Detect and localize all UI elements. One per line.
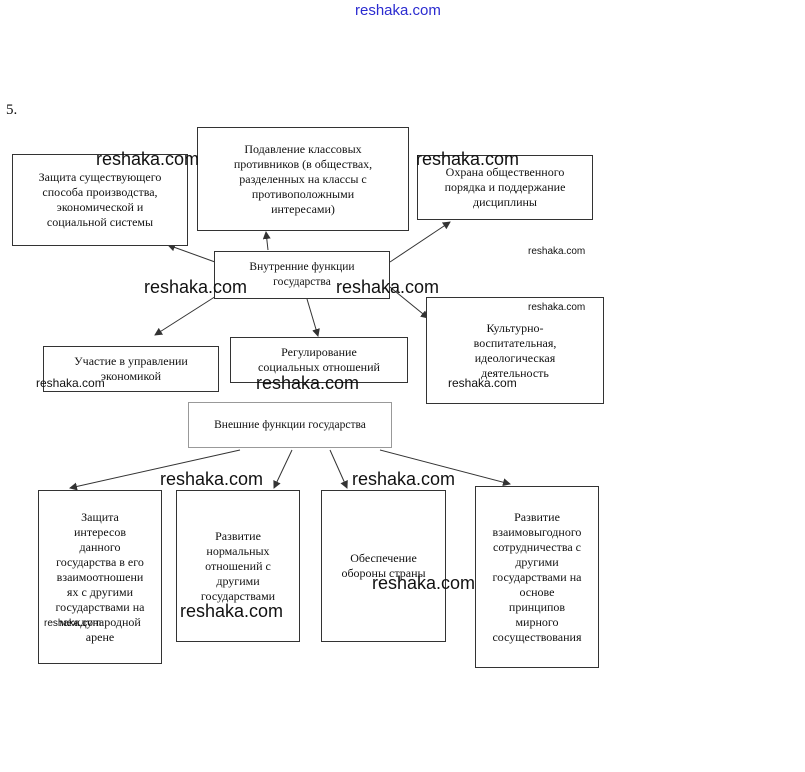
watermark: reshaka.com — [372, 573, 476, 593]
internal-mid-right-text: Культурно- воспитательная, идеологическа… — [473, 320, 557, 380]
external-box-3-text: Обеспечение обороны страны — [341, 551, 426, 580]
internal-mid-left-text: Участие в управлении экономикой — [74, 354, 188, 383]
internal-top-left-box: Защита существующего способа производств… — [12, 154, 188, 246]
internal-top-right-box: Охрана общественного порядка и поддержан… — [417, 155, 593, 220]
arrow-to-ext-box2 — [273, 449, 293, 489]
internal-top-right-text: Охрана общественного порядка и поддержан… — [444, 165, 566, 209]
internal-top-center-box: Подавление классовых противников (в обще… — [197, 127, 409, 231]
external-box-2: Развитие нормальных отношений с другими … — [176, 490, 300, 642]
arrow-to-ext-box1 — [69, 449, 241, 491]
external-box-1: Защита интересов данного государства в е… — [38, 490, 162, 664]
external-box-4: Развитие взаимовыгодного сотрудничества … — [475, 486, 599, 668]
watermark: reshaka.com — [144, 277, 248, 297]
watermark: reshaka.com — [416, 149, 520, 169]
watermark: reshaka.com — [336, 277, 440, 297]
arrow-to-mid-center — [306, 298, 320, 337]
site-header[interactable]: reshaka.com — [355, 2, 441, 19]
watermark: reshaka.com — [160, 469, 264, 489]
watermark: reshaka.com — [36, 376, 105, 390]
watermark: reshaka.com — [96, 149, 200, 169]
watermark: reshaka.com — [528, 302, 586, 313]
task-number: 5. — [6, 102, 18, 118]
internal-mid-left-box: Участие в управлении экономикой — [43, 346, 219, 392]
arrow-to-mid-right — [384, 282, 429, 319]
arrow-to-top-right — [389, 221, 451, 263]
external-functions-title-text: Внешние функции государства — [214, 418, 366, 431]
watermark: reshaka.com — [352, 469, 456, 489]
arrow-to-top-left — [167, 243, 216, 263]
internal-top-left-text: Защита существующего способа производств… — [38, 170, 162, 229]
external-box-3: Обеспечение обороны страны — [321, 490, 446, 642]
watermark: reshaka.com — [448, 376, 517, 390]
internal-mid-right-box: Культурно- воспитательная, идеологическа… — [426, 297, 604, 404]
external-box-4-text: Развитие взаимовыгодного сотрудничества … — [492, 509, 582, 644]
external-box-1-text: Защита интересов данного государства в е… — [55, 509, 145, 644]
internal-mid-center-box: Регулирование социальных отношений — [230, 337, 408, 383]
watermark: reshaka.com — [44, 618, 102, 629]
arrow-to-ext-box3 — [329, 449, 348, 489]
internal-mid-center-text: Регулирование социальных отношений — [258, 345, 380, 374]
external-functions-title: Внешние функции государства — [188, 402, 392, 448]
internal-top-center-text: Подавление классовых противников (в обще… — [233, 141, 373, 216]
internal-functions-title: Внутренние функции государства — [214, 251, 390, 299]
watermark: reshaka.com — [180, 601, 284, 621]
arrow-to-top-center — [262, 231, 271, 251]
external-box-2-text: Развитие нормальных отношений с другими … — [200, 528, 276, 603]
watermark: reshaka.com — [256, 373, 360, 393]
watermark: reshaka.com — [528, 246, 586, 257]
internal-functions-title-text: Внутренние функции государства — [249, 261, 355, 288]
arrow-to-ext-box4 — [379, 449, 511, 487]
